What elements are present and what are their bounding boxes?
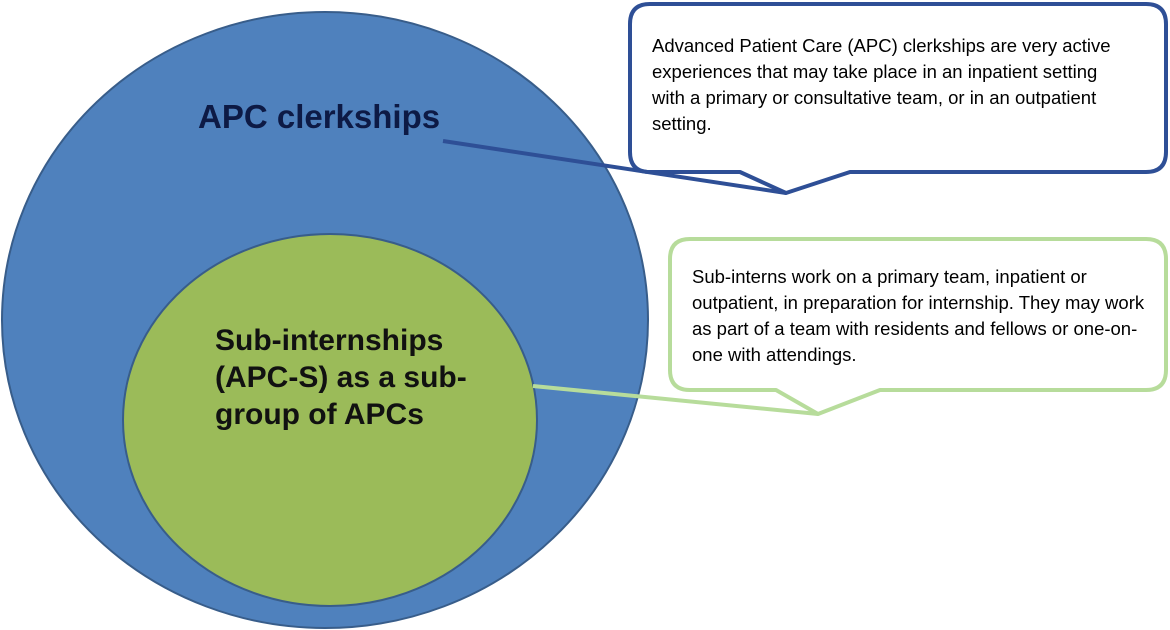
apc-callout-text: Advanced Patient Care (APC) clerkships a… [652,35,1111,134]
sub-connector [532,384,819,416]
apc-connector [442,139,787,195]
sub-callout-text: Sub-interns work on a primary team, inpa… [692,266,1145,365]
sub-callout-bubble [668,237,1168,416]
inner-circle-label: Sub-internships (APC-S) as a sub-group o… [215,324,467,431]
apc-callout-bubble [628,2,1168,195]
outer-circle-label: APC clerkships [198,98,441,135]
inner-circle [122,233,538,607]
